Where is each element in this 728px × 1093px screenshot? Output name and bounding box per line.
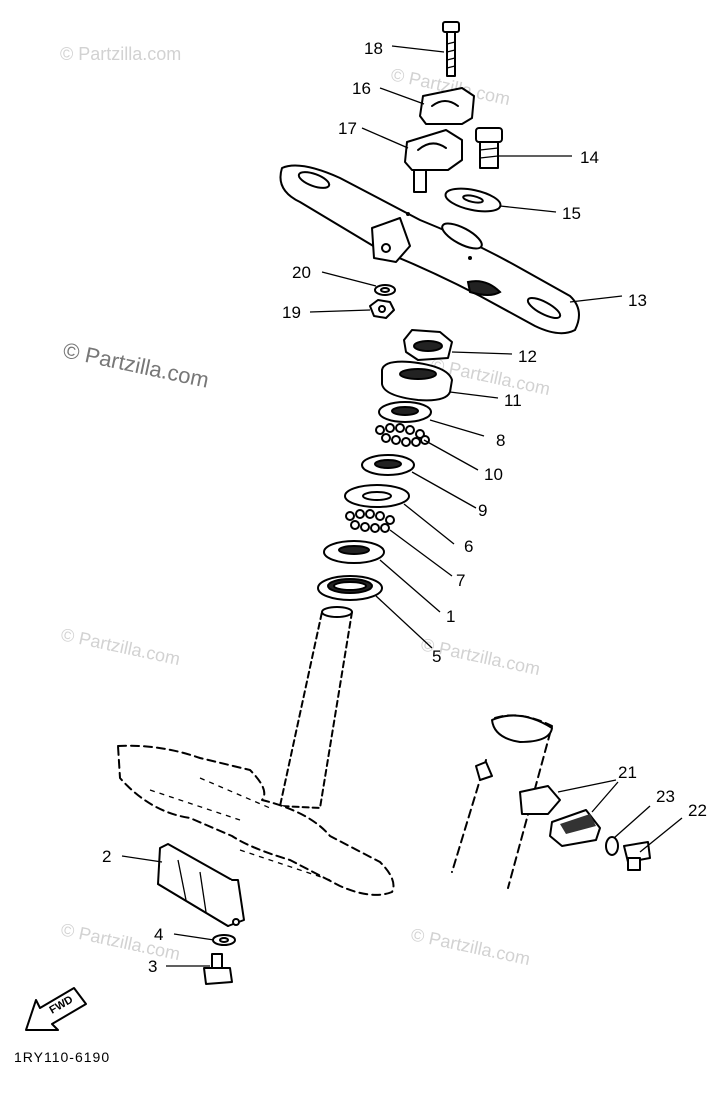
part-22-bolt bbox=[623, 841, 651, 871]
callout-6: 6 bbox=[464, 537, 473, 556]
callout-10: 10 bbox=[484, 465, 503, 484]
callout-11: 11 bbox=[504, 391, 522, 410]
watermark: © Partzilla.com bbox=[59, 919, 182, 964]
leader-lines bbox=[121, 45, 683, 967]
fwd-arrow: FWD bbox=[25, 987, 87, 1031]
part-23-washer bbox=[605, 836, 619, 856]
callout-16: 16 bbox=[352, 79, 371, 98]
part-21-clamp bbox=[519, 785, 601, 847]
callout-5: 5 bbox=[432, 647, 441, 666]
part-11-cover bbox=[381, 360, 453, 402]
callout-9: 9 bbox=[478, 501, 487, 520]
part-17-lower-holder bbox=[404, 129, 463, 193]
part-2-guard-plate bbox=[157, 843, 245, 927]
diagram-code: 1RY110-6190 bbox=[14, 1049, 110, 1065]
watermark: © Partzilla.com bbox=[409, 924, 532, 969]
part-10-ball-bearing bbox=[375, 423, 430, 447]
callout-12: 12 bbox=[518, 347, 537, 366]
callout-23: 23 bbox=[656, 787, 675, 806]
part-5-seal bbox=[317, 575, 383, 601]
watermark: © Partzilla.com bbox=[60, 44, 181, 64]
callouts: 18 16 17 14 15 13 20 19 12 11 8 10 9 6 7… bbox=[102, 39, 707, 976]
callout-7: 7 bbox=[456, 571, 465, 590]
part-3-bolt bbox=[203, 953, 233, 985]
callout-20: 20 bbox=[292, 263, 311, 282]
callout-3: 3 bbox=[148, 957, 157, 976]
part-8-race bbox=[378, 401, 432, 423]
part-16-upper-holder bbox=[419, 87, 475, 125]
callout-17: 17 bbox=[338, 119, 357, 138]
callout-8: 8 bbox=[496, 431, 505, 450]
part-12-ring-nut bbox=[403, 329, 453, 361]
callout-18: 18 bbox=[364, 39, 383, 58]
callout-4: 4 bbox=[154, 925, 163, 944]
callout-1: 1 bbox=[446, 607, 455, 626]
watermark: © Partzilla.com bbox=[61, 337, 211, 392]
callout-21: 21 bbox=[618, 763, 637, 782]
part-9-race bbox=[361, 454, 415, 476]
part-7-ball-bearing bbox=[345, 509, 395, 533]
callout-14: 14 bbox=[580, 148, 599, 167]
callout-2: 2 bbox=[102, 847, 111, 866]
callout-19: 19 bbox=[282, 303, 301, 322]
part-14-bolt bbox=[475, 127, 503, 169]
part-13-upper-bracket bbox=[279, 164, 580, 335]
part-15-washer bbox=[444, 187, 502, 213]
steering-stem-lower-bracket bbox=[117, 606, 395, 896]
watermark: © Partzilla.com bbox=[59, 624, 182, 669]
callout-13: 13 bbox=[628, 291, 647, 310]
part-20-lock-washer bbox=[374, 284, 396, 296]
part-6-washer bbox=[344, 484, 410, 508]
callout-15: 15 bbox=[562, 204, 581, 223]
part-19-nut bbox=[369, 299, 395, 319]
part-1-race bbox=[323, 540, 385, 564]
fork-tube bbox=[451, 714, 553, 889]
callout-22: 22 bbox=[688, 801, 707, 820]
part-4-washer bbox=[212, 934, 236, 946]
part-18-bolt bbox=[442, 21, 460, 77]
